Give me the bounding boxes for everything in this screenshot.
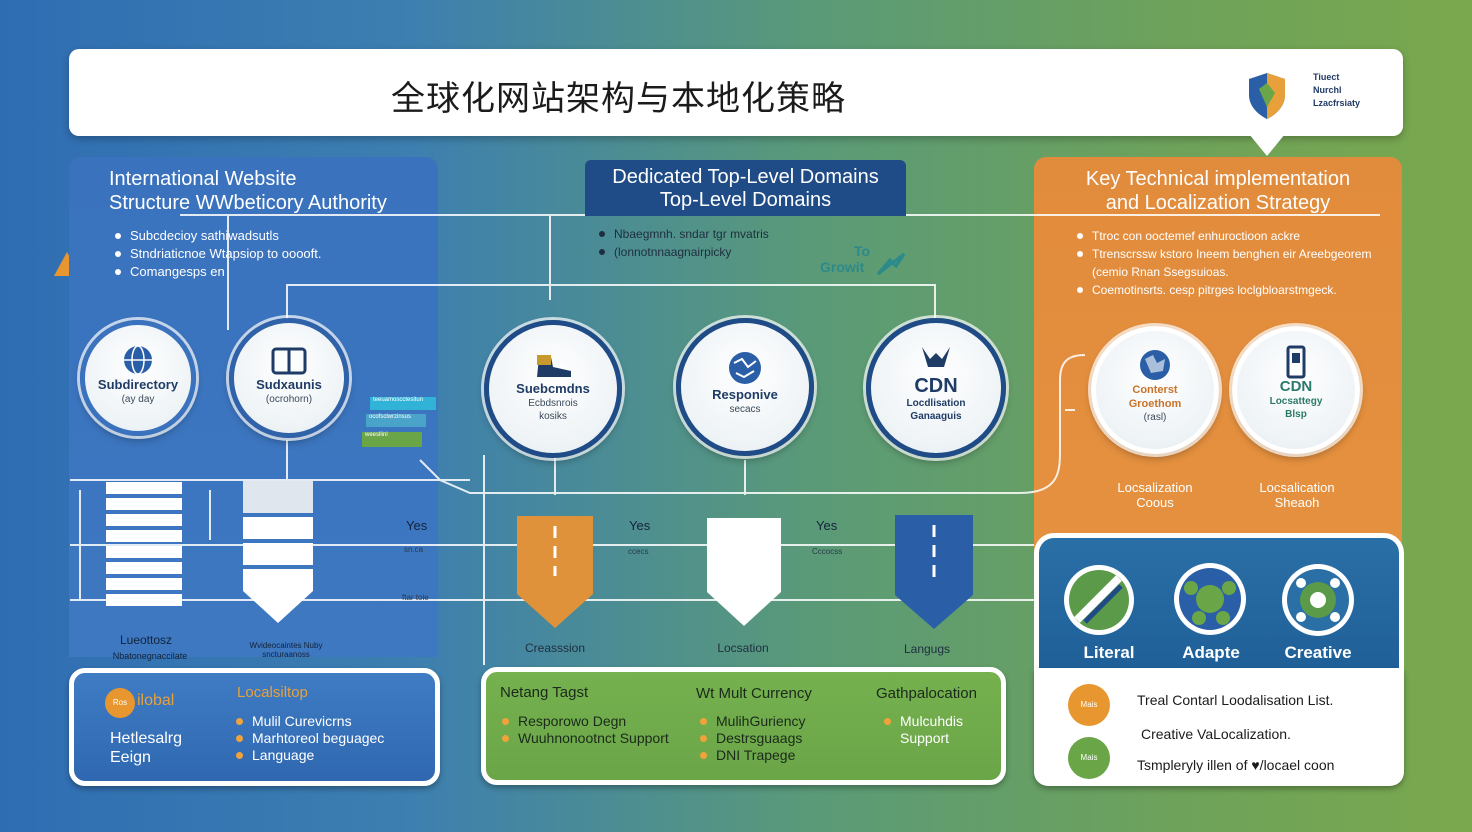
- responsive-circle[interactable]: Responive secacs: [676, 318, 814, 456]
- subdomain-circle[interactable]: Sudxaunis (ocrohorn): [229, 318, 349, 438]
- list-item: Treal Contarl Loodalisation List.: [1137, 692, 1334, 708]
- list-item: Wuuhnonootnct Support: [500, 730, 675, 747]
- list-item: Mulil Curevicrns: [234, 713, 384, 730]
- logo-text: Tiuect Nurchl Lzacfrsiaty: [1313, 72, 1361, 108]
- column-title: Gathpalocation: [876, 685, 977, 702]
- list-item: Language: [234, 747, 384, 764]
- tier-label: Lueottosz: [119, 633, 173, 647]
- tier-arrow-white: [707, 518, 781, 626]
- title-pointer: [1249, 134, 1285, 156]
- list-item: Destrsguaags: [698, 730, 805, 747]
- technical-features-box: [481, 667, 1006, 785]
- tier-label: Locsation: [717, 641, 769, 655]
- status-badge: Mais: [1068, 737, 1110, 779]
- tiny-label: Cccocss: [812, 547, 843, 556]
- adapt-icon: [1174, 563, 1246, 635]
- foot-label: Locsalization Coous: [1117, 480, 1193, 510]
- box-left-text: Hetlesalrg Eeign: [110, 730, 183, 766]
- list-item: Tsmpleryly illen of ♥/locael coon: [1137, 757, 1335, 773]
- icon-label: Creative: [1284, 643, 1352, 662]
- globe-icon: [124, 345, 152, 375]
- column-title: Wt Mult Currency: [696, 685, 812, 702]
- list-item: DNI Trapege: [698, 747, 805, 764]
- globe-network-icon: [729, 352, 761, 384]
- tier-label: Langugs: [903, 642, 951, 656]
- yes-label: Yes: [406, 518, 428, 533]
- tiny-label: ccecs: [628, 547, 649, 556]
- list-item: Creative VaLocalization.: [1141, 726, 1291, 742]
- tag-bar: weesllinl: [362, 432, 422, 447]
- status-badge: Ros: [105, 688, 135, 718]
- phone-icon: [1286, 345, 1306, 379]
- list-item: Comangesps en: [112, 263, 412, 281]
- list-item: Marhtoreol beguagec: [234, 730, 384, 747]
- tier-label: Creasssion: [524, 641, 586, 655]
- status-badge: Mais: [1068, 684, 1110, 726]
- tier-sub-label: Nbatonegnaccilate: [112, 651, 188, 661]
- icon-label: Adapte: [1182, 643, 1240, 662]
- right-bullet-list: Ttroc con ooctemef enhuroctioon ackre Tt…: [1074, 227, 1384, 299]
- tag-bar: ocofsclwrzinsus: [366, 414, 426, 427]
- list-item: Resporowo Degn: [500, 713, 675, 730]
- list-item: Ttrenscrssw kstoro Ineem benghen eir Are…: [1074, 245, 1384, 281]
- yes-label: Yes: [629, 518, 651, 533]
- growth-arrow-icon: [876, 252, 906, 276]
- creative-icon: [1282, 564, 1354, 636]
- subdirectory-circle[interactable]: Subdirectory (ay day: [80, 320, 196, 436]
- left-bullet-list: Subcdecioy sathiwadsutls Stndriaticnoe W…: [112, 227, 412, 281]
- box-title: Localsiltop: [237, 684, 308, 701]
- column-bullets: MulihGuriency Destrsguaags DNI Trapege: [698, 713, 805, 764]
- localization-bullets: Mulil Curevicrns Marhtoreol beguagec Lan…: [234, 713, 384, 764]
- center-bullet-list: Nbaegmnh. sndar tgr mvatris (lonnotnnaag…: [596, 225, 836, 261]
- list-item: MulihGuriency: [698, 713, 805, 730]
- growth-label: To Growit: [820, 243, 871, 275]
- list-item: Ttroc con ooctemef enhuroctioon ackre: [1074, 227, 1384, 245]
- globe-icon: [1140, 350, 1170, 380]
- tiny-label: sn.ca: [404, 545, 424, 554]
- column-title: Netang Tagst: [500, 684, 589, 701]
- shoe-icon: [537, 355, 571, 377]
- tiny-label: ftar toie: [402, 593, 429, 602]
- literal-icon: [1064, 565, 1134, 635]
- right-heading: Key Technical implementation and Localiz…: [1085, 168, 1351, 214]
- column-bullets: Mulcuhdis Support: [882, 713, 992, 747]
- left-heading: International Website Structure WWbetico…: [109, 168, 387, 214]
- network-node-icon: [922, 347, 950, 367]
- tier-stack-left: [106, 482, 182, 622]
- list-item: Stndriaticnoe Wtapsiop to ooooft.: [112, 245, 412, 263]
- cdn-strategy-circle[interactable]: CDN Locsattegy Blsp: [1232, 326, 1360, 454]
- global-localization-box: [69, 668, 440, 786]
- title-bar: 全球化网站架构与本地化策略 Tiuect Nurchl Lzacfrsiaty: [69, 49, 1403, 156]
- icon-label: Literal: [1083, 643, 1135, 662]
- shield-logo-icon: [1249, 73, 1285, 119]
- center-header: Dedicated Top-Level Domains Top-Level Do…: [585, 160, 906, 216]
- list-item: Subcdecioy sathiwadsutls: [112, 227, 412, 245]
- cdn-circle[interactable]: CDN Locdlisation Ganaaguis: [866, 318, 1006, 458]
- tier-sub-label: Wvideocaintes Nuby sncturaanoss: [249, 641, 323, 659]
- page-title: 全球化网站架构与本地化策略: [391, 79, 846, 119]
- list-item: (lonnotnnaagnairpicky: [596, 243, 836, 261]
- subdomains-circle[interactable]: Suebcmdns Ecbdsnrois kosiks: [484, 320, 622, 458]
- foot-label: Locsalication Sheaoh: [1259, 480, 1335, 510]
- list-item: Coemotinsrts. cesp pitrges loclgbloarstm…: [1074, 281, 1384, 299]
- tier-arrow-blue: [895, 515, 973, 629]
- tier-arrow-left: [243, 481, 313, 623]
- list-item: Mulcuhdis Support: [882, 713, 992, 747]
- global-label: ilobal: [137, 692, 175, 709]
- yes-label: Yes: [816, 518, 838, 533]
- content-growth-circle[interactable]: Conterst Groethom (rasl): [1091, 326, 1219, 454]
- tier-arrow-orange: [517, 516, 593, 628]
- list-item: Nbaegmnh. sndar tgr mvatris: [596, 225, 836, 243]
- book-icon: [271, 347, 307, 375]
- column-bullets: Resporowo Degn Wuuhnonootnct Support: [500, 713, 675, 747]
- tag-bar: teeuamoscctesitun: [370, 397, 436, 410]
